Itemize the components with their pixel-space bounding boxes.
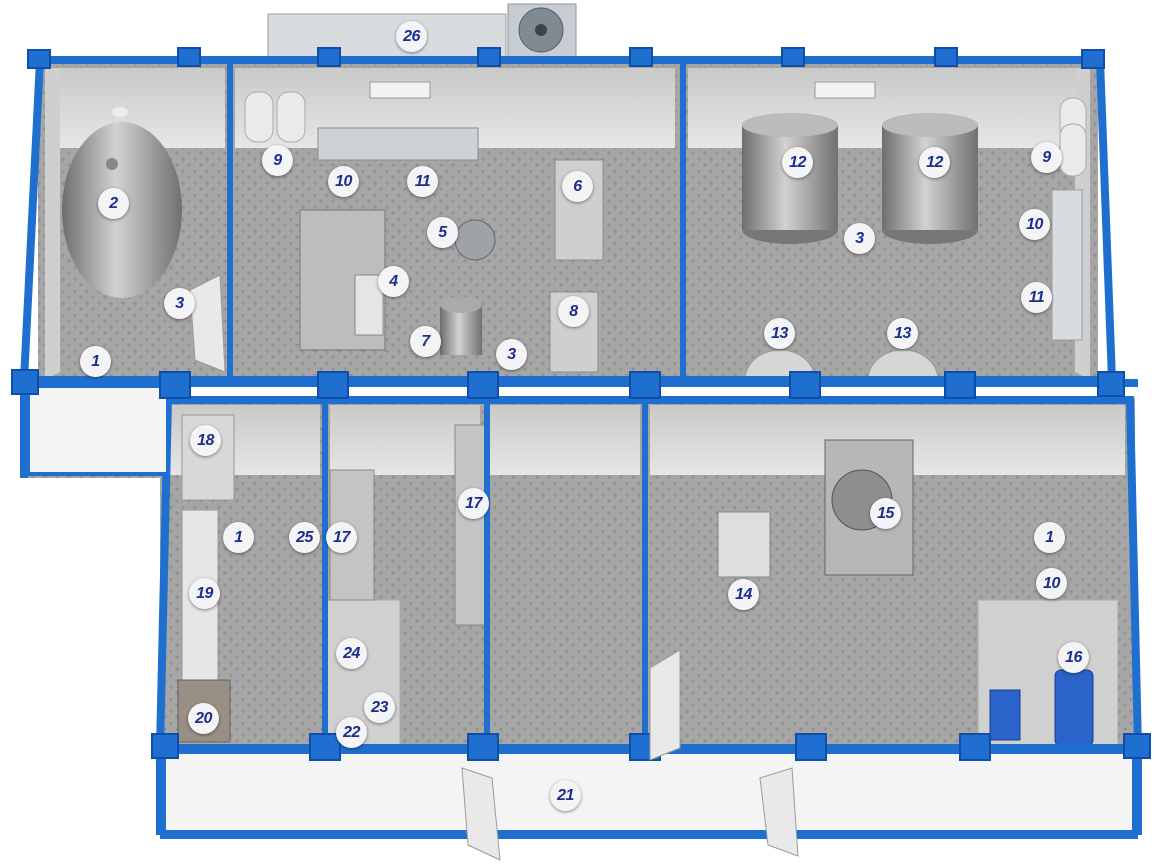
- container-front-panels: [26, 384, 1136, 834]
- ripening-tank-left: [742, 113, 838, 244]
- vat-7: [440, 297, 482, 355]
- roof-ventilation-unit: [267, 3, 577, 63]
- doors: [189, 274, 799, 861]
- small-tanks-9-right: [1059, 97, 1087, 177]
- bench-19: [181, 509, 219, 681]
- pasteurizer-4: [299, 209, 386, 351]
- small-tanks-9-left: [244, 91, 306, 143]
- unit-20: [177, 679, 231, 743]
- separator-5: [454, 219, 496, 261]
- cabinet-8: [549, 291, 599, 373]
- wardrobe-18: [181, 414, 235, 501]
- compressors-16: [989, 669, 1094, 747]
- ripening-tank-right: [882, 113, 978, 244]
- cabinet-6: [554, 159, 604, 261]
- partitions: [227, 62, 686, 750]
- sinks-10-11: [317, 127, 1083, 341]
